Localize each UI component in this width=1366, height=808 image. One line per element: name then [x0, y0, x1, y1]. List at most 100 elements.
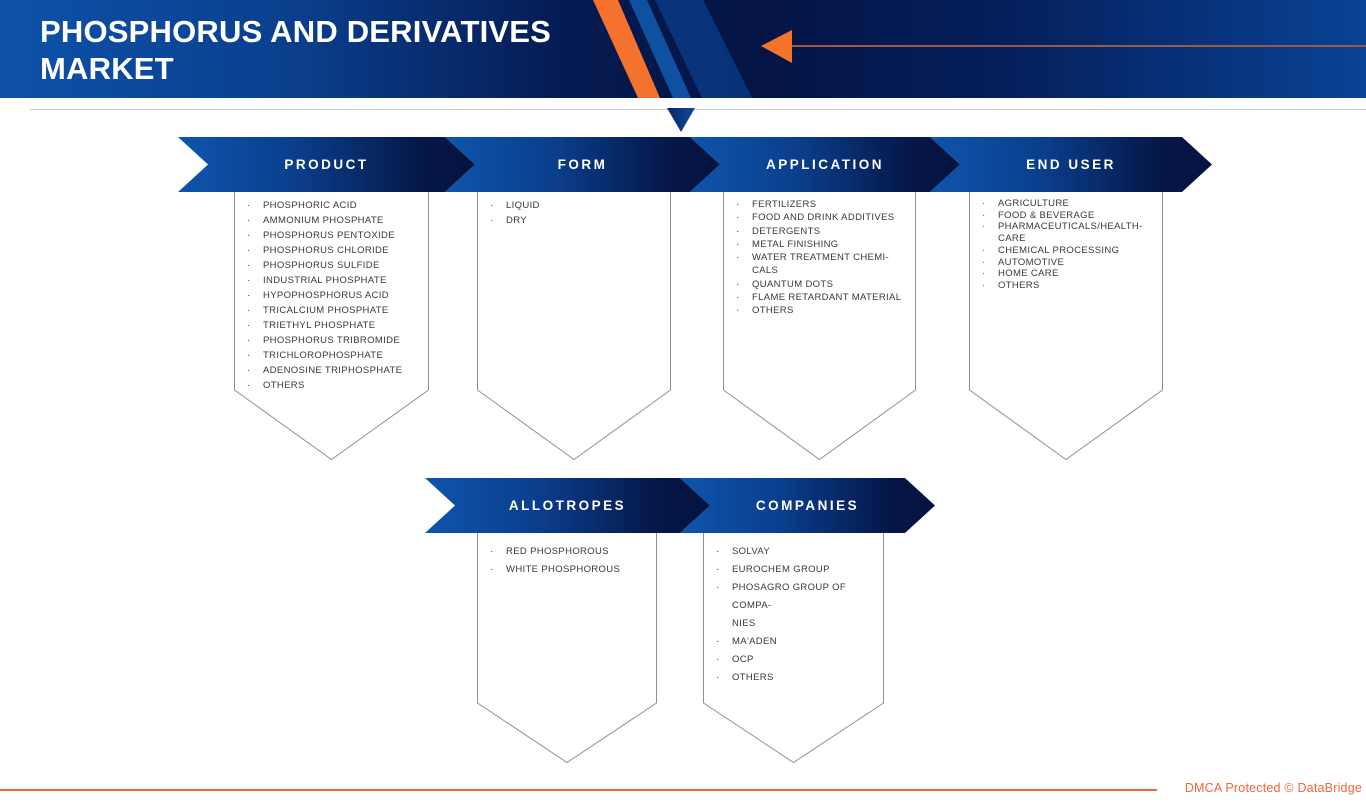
- segment-box-application: · FERTILIZERS·FOOD AND DRINK ADDITIVES·DE…: [723, 192, 916, 460]
- title-banner: PHOSPHORUS AND DERIVATIVES MARKET: [0, 0, 1366, 98]
- bullet-icon: ·: [982, 221, 986, 233]
- segment-box-form: ·LIQUID · DRY: [477, 192, 671, 460]
- list-item: ·OTHERS: [723, 304, 910, 317]
- segment-header-companies: COMPANIES: [680, 478, 935, 533]
- segment-list-product: ·PHOSPHORIC ACID·AMMONIUM PHOSPHATE·PHOS…: [234, 192, 429, 393]
- bullet-icon: ·: [982, 268, 986, 280]
- list-item-label: RED PHOSPHOROUS: [506, 546, 609, 557]
- list-item-label: WHITE PHOSPHOROUS: [506, 564, 621, 575]
- list-item: · PHOSPHORIC ACID: [234, 198, 423, 213]
- segment-list-form: ·LIQUID · DRY: [477, 192, 671, 228]
- bullet-icon: ·: [736, 225, 740, 237]
- segment-list-companies: ·SOLVAY·EUROCHEM GROUP·PHOSAGRO GROUP OF…: [703, 533, 884, 687]
- list-item-label: WATER TREATMENT CHEMI- CALS: [752, 252, 890, 277]
- bullet-icon: ·: [716, 564, 720, 575]
- segment-header-application: APPLICATION: [690, 137, 960, 192]
- list-item: ·TRIETHYL PHOSPHATE: [234, 318, 423, 333]
- bullet-icon: ·: [716, 546, 720, 557]
- list-item-label: HYPOPHOSPHORUS ACID: [263, 290, 389, 301]
- list-item-label: PHOSPHORIC ACID: [263, 200, 357, 211]
- list-item: · PHARMACEUTICALS/HEALTH- CARE: [969, 221, 1157, 244]
- page-title: PHOSPHORUS AND DERIVATIVES MARKET: [40, 13, 551, 87]
- list-item: ·TRICHLOROPHOSPHATE: [234, 348, 423, 363]
- segment-header-end-user: END USER: [930, 137, 1212, 192]
- segment-box-companies: ·SOLVAY·EUROCHEM GROUP·PHOSAGRO GROUP OF…: [703, 533, 884, 763]
- list-item: ·FOOD & BEVERAGE: [969, 210, 1157, 222]
- list-item-label: FERTILIZERS: [752, 199, 817, 210]
- segment-title-product: PRODUCT: [284, 157, 369, 172]
- list-item: ·AMMONIUM PHOSPHATE: [234, 213, 423, 228]
- list-item: ·PHOSPHORUS PENTOXIDE: [234, 228, 423, 243]
- list-item: · DRY: [477, 213, 665, 228]
- list-item-label: AMMONIUM PHOSPHATE: [263, 215, 384, 226]
- list-item: · QUANTUM DOTS: [723, 278, 910, 291]
- bullet-icon: ·: [982, 279, 986, 291]
- list-item: ·TRICALCIUM PHOSPHATE: [234, 303, 423, 318]
- list-item: ·OTHERS: [234, 378, 423, 393]
- list-item-label: QUANTUM DOTS: [752, 278, 834, 290]
- list-item: ·PHOSPHORUS TRIBROMIDE: [234, 333, 423, 348]
- page-title-line1: PHOSPHORUS AND DERIVATIVES: [40, 14, 552, 49]
- segment-box-end-user: ·AGRICULTURE·FOOD & BEVERAGE·PHARMACEUTI…: [969, 192, 1163, 460]
- list-item-label: PHOSPHORUS SULFIDE: [263, 260, 380, 271]
- list-item: · PHOSPHORUS SULFIDE: [234, 258, 423, 273]
- list-item-label: FOOD & BEVERAGE: [998, 209, 1095, 221]
- list-item-label: TRICHLOROPHOSPHATE: [263, 350, 384, 361]
- dmca-watermark: DMCA Protected © DataBridge: [1184, 781, 1362, 795]
- list-item: ·AGRICULTURE: [969, 198, 1157, 210]
- bullet-icon: ·: [716, 636, 720, 647]
- list-item: ·LIQUID: [477, 198, 665, 213]
- bullet-icon: ·: [716, 672, 720, 683]
- segment-header-allotropes: ALLOTROPES: [425, 478, 710, 533]
- left-arrow-icon: [761, 30, 792, 63]
- segment-header-product: PRODUCT: [178, 137, 475, 192]
- segment-title-companies: COMPANIES: [755, 498, 860, 513]
- list-item: ·DETERGENTS: [723, 225, 910, 238]
- bullet-icon: ·: [736, 292, 740, 304]
- segment-box-product: ·PHOSPHORIC ACID·AMMONIUM PHOSPHATE·PHOS…: [234, 192, 429, 460]
- bullet-icon: ·: [247, 260, 251, 271]
- list-item: ·INDUSTRIAL PHOSPHATE: [234, 273, 423, 288]
- segment-list-end-user: ·AGRICULTURE·FOOD & BEVERAGE·PHARMACEUTI…: [969, 192, 1163, 292]
- list-item: · WATER TREATMENT CHEMI- CALS: [723, 251, 910, 278]
- segment-list-allotropes: ·RED PHOSPHOROUS·WHITE PHOSPHOROUS: [477, 533, 657, 579]
- bullet-icon: ·: [490, 564, 494, 575]
- list-item-label: OTHERS: [263, 380, 305, 391]
- segment-box-allotropes: ·RED PHOSPHOROUS·WHITE PHOSPHOROUS: [477, 533, 657, 763]
- list-item-label: FLAME RETARDANT MATERIAL: [752, 292, 902, 304]
- list-item: · OTHERS: [703, 669, 878, 687]
- list-item: · PHOSPHORUS CHLORIDE: [234, 243, 423, 258]
- list-item-label: OCP: [732, 654, 754, 665]
- bullet-icon: ·: [490, 215, 494, 226]
- list-item-label: EUROCHEM GROUP: [732, 564, 830, 575]
- bullet-icon: ·: [247, 200, 251, 211]
- bullet-icon: ·: [736, 278, 740, 290]
- list-item: ·FOOD AND DRINK ADDITIVES: [723, 211, 910, 224]
- list-item: ·OTHERS: [969, 280, 1157, 292]
- segment-title-form: FORM: [557, 157, 608, 172]
- list-item: ·CHEMICAL PROCESSING: [969, 245, 1157, 257]
- list-item-label: CHEMICAL PROCESSING: [998, 244, 1120, 256]
- list-item-label: OTHERS: [732, 672, 774, 683]
- left-arrow-line: [792, 45, 1366, 47]
- list-item: ·MA'ADEN: [703, 633, 878, 651]
- segment-title-application: APPLICATION: [766, 157, 884, 172]
- list-item-label: METAL FINISHING: [752, 238, 839, 250]
- bullet-icon: ·: [247, 320, 251, 331]
- bullet-icon: ·: [736, 238, 740, 250]
- bullet-icon: ·: [247, 245, 251, 256]
- list-item-label: PHARMACEUTICALS/HEALTH- CARE: [998, 221, 1143, 245]
- list-item-label: PHOSPHORUS CHLORIDE: [263, 245, 389, 256]
- list-item-label: AGRICULTURE: [998, 198, 1070, 209]
- list-item: · FLAME RETARDANT MATERIAL: [723, 291, 910, 304]
- list-item-label: DRY: [506, 215, 527, 226]
- list-item: ·ADENOSINE TRIPHOSPHATE: [234, 363, 423, 378]
- list-item: ·HYPOPHOSPHORUS ACID: [234, 288, 423, 303]
- bullet-icon: ·: [736, 252, 740, 264]
- bullet-icon: ·: [736, 199, 740, 210]
- segment-title-end-user: END USER: [1026, 157, 1116, 172]
- bullet-icon: ·: [736, 212, 740, 224]
- segment-title-allotropes: ALLOTROPES: [508, 498, 627, 513]
- list-item: · EUROCHEM GROUP: [703, 561, 878, 579]
- list-item: ·SOLVAY: [703, 543, 878, 561]
